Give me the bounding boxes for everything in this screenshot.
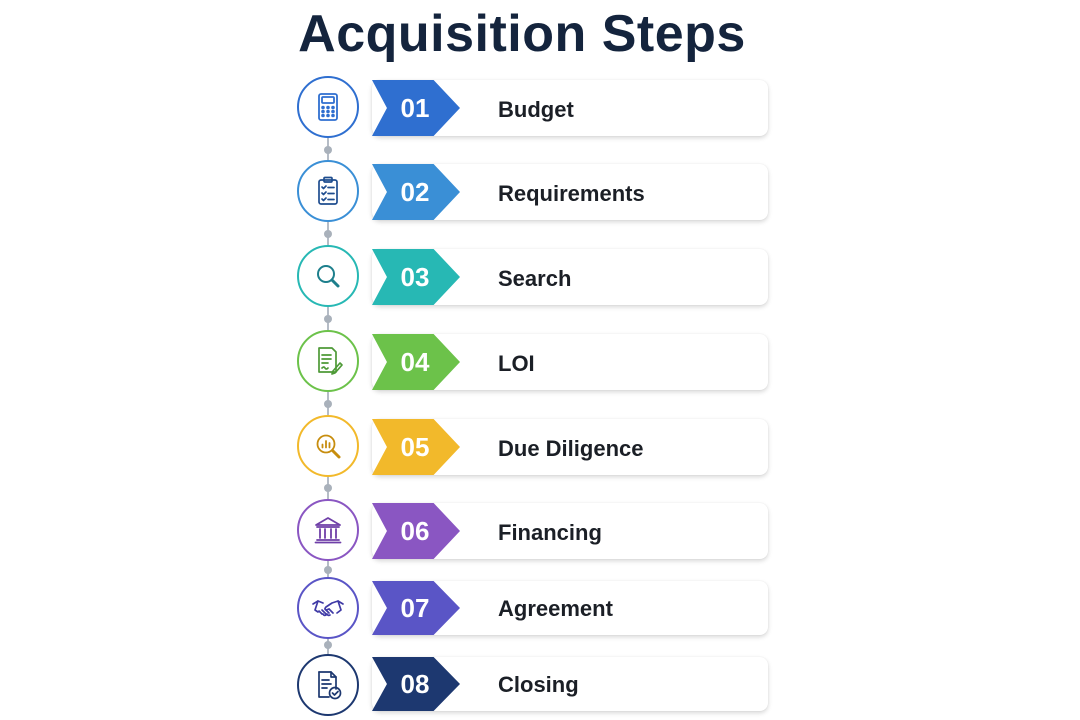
step-agreement: 07 Agreement: [0, 577, 1080, 641]
step-number: 04: [400, 347, 430, 377]
handshake-icon: [297, 577, 359, 639]
chart-magnifier-icon: [297, 415, 359, 477]
step-number: 07: [400, 593, 430, 623]
timeline-dot: [324, 400, 332, 408]
magnifier-icon: [297, 245, 359, 307]
step-requirements: 02 Requirements: [0, 160, 1080, 224]
step-budget: 01 Budget: [0, 76, 1080, 140]
step-label: Due Diligence: [498, 436, 644, 461]
bank-icon: [297, 499, 359, 561]
step-number: 01: [400, 93, 430, 123]
step-label: Search: [498, 266, 572, 291]
timeline-dot: [324, 146, 332, 154]
step-closing: 08 Closing: [0, 654, 1080, 717]
step-financing: 06 Financing: [0, 499, 1080, 563]
step-label: Closing: [498, 672, 579, 697]
timeline-dot: [324, 230, 332, 238]
step-number: 05: [400, 432, 430, 462]
step-number: 08: [400, 669, 430, 699]
step-due-diligence: 05 Due Diligence: [0, 415, 1080, 479]
step-search: 03 Search: [0, 245, 1080, 309]
timeline-dot: [324, 484, 332, 492]
page-title: Acquisition Steps: [298, 5, 746, 63]
clipboard-checklist-icon: [297, 160, 359, 222]
step-number: 03: [400, 262, 430, 292]
document-check-icon: [297, 654, 359, 716]
timeline-dot: [324, 641, 332, 649]
step-label: Financing: [498, 520, 602, 545]
calculator-icon: [297, 76, 359, 138]
timeline-dot: [324, 315, 332, 323]
step-number: 06: [400, 516, 430, 546]
step-label: Agreement: [498, 596, 613, 621]
step-label: Requirements: [498, 181, 645, 206]
timeline-dot: [324, 566, 332, 574]
step-label: LOI: [498, 351, 535, 376]
step-loi: 04 LOI: [0, 330, 1080, 394]
step-number: 02: [400, 177, 430, 207]
document-pen-icon: [297, 330, 359, 392]
step-label: Budget: [498, 97, 574, 122]
